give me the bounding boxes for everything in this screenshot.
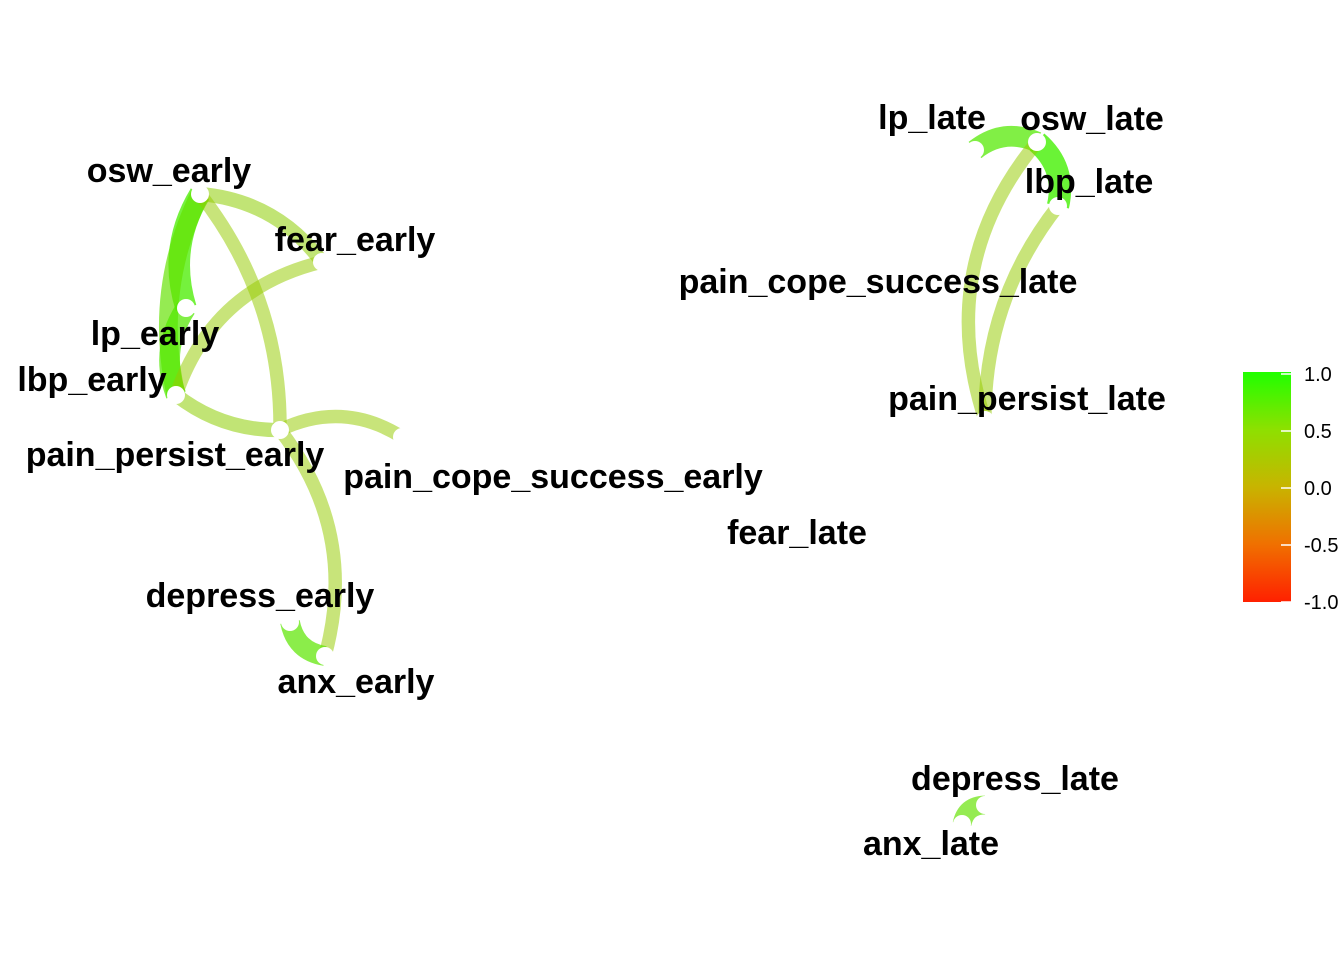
node-depress_late xyxy=(976,796,994,814)
node-lbp_early xyxy=(167,386,185,404)
node-label-fear_early: fear_early xyxy=(275,221,436,259)
node-label-pain_cope_success_early: pain_cope_success_early xyxy=(343,458,763,496)
nodes-layer xyxy=(167,133,1067,833)
edge-lbp_early-pain_persist_early xyxy=(171,389,281,438)
node-anx_early xyxy=(316,647,334,665)
node-pain_cope_success_late xyxy=(871,277,889,295)
edge-osw_late-pain_persist_late xyxy=(961,137,1043,423)
edge-osw_early-pain_persist_early xyxy=(194,189,287,431)
legend-tick-label: -1.0 xyxy=(1304,592,1338,614)
node-label-lbp_late: lbp_late xyxy=(1025,163,1153,201)
node-label-lp_early: lp_early xyxy=(91,315,220,353)
node-label-osw_early: osw_early xyxy=(87,152,252,190)
legend-tick-label: -0.5 xyxy=(1304,535,1338,557)
edge-lbp_late-pain_persist_late xyxy=(978,201,1064,421)
edge-osw_early-fear_early xyxy=(199,186,328,267)
edge-pain_persist_early-anx_early xyxy=(274,425,342,658)
node-lbp_late xyxy=(1049,197,1067,215)
node-lp_early xyxy=(177,299,195,317)
node-label-anx_early: anx_early xyxy=(278,663,435,701)
legend-tick-label: 0.5 xyxy=(1304,421,1332,443)
node-osw_early xyxy=(191,185,209,203)
node-pain_persist_late xyxy=(976,411,994,429)
labels-layer: osw_earlyfear_earlylp_earlylbp_earlypain… xyxy=(17,99,1166,863)
node-fear_early xyxy=(313,253,331,271)
node-osw_late xyxy=(1028,133,1046,151)
node-lp_late xyxy=(966,141,984,159)
node-label-anx_late: anx_late xyxy=(863,825,999,863)
node-pain_cope_success_early xyxy=(393,428,411,446)
node-label-pain_cope_success_late: pain_cope_success_late xyxy=(679,263,1078,301)
edge-fear_early-lbp_early xyxy=(169,255,324,398)
node-label-osw_late: osw_late xyxy=(1020,100,1164,138)
node-label-depress_late: depress_late xyxy=(911,760,1119,798)
node-label-pain_persist_early: pain_persist_early xyxy=(26,436,325,474)
edge-pain_persist_early-pain_cope_success_early xyxy=(277,409,406,443)
node-pain_persist_early xyxy=(271,421,289,439)
legend-tick-label: 1.0 xyxy=(1304,364,1332,386)
color-legend: 1.0 0.5 0.0 -0.5 -1.0 xyxy=(1243,364,1338,614)
node-anx_late xyxy=(953,815,971,833)
node-label-pain_persist_late: pain_persist_late xyxy=(888,380,1166,418)
node-label-fear_late: fear_late xyxy=(727,514,867,552)
node-fear_late xyxy=(788,527,806,545)
node-label-lp_late: lp_late xyxy=(878,99,986,137)
node-label-lbp_early: lbp_early xyxy=(17,361,166,399)
legend-color-bar xyxy=(1243,372,1291,602)
legend-tick-label: 0.0 xyxy=(1304,478,1332,500)
node-label-depress_early: depress_early xyxy=(146,577,375,615)
node-depress_early xyxy=(281,613,299,631)
